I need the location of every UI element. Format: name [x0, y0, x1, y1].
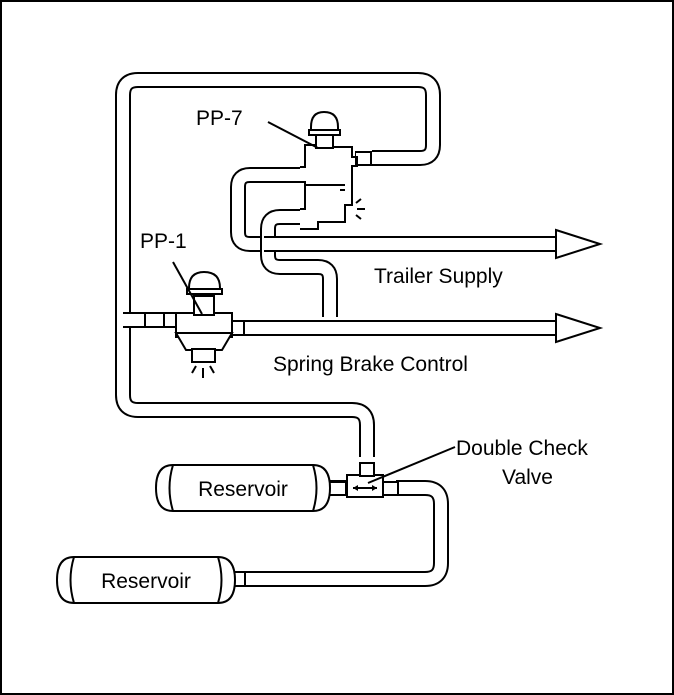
spring-brake-arrow-icon	[555, 312, 604, 344]
dcv-left-fitting	[328, 481, 347, 496]
reservoir-upper-label: Reservoir	[198, 478, 288, 501]
dcv-right-arrow-icon	[372, 485, 377, 491]
spring-brake-control-label: Spring Brake Control	[273, 353, 468, 376]
pp1-knob-icon	[188, 270, 221, 292]
dcv-right-fitting	[381, 481, 399, 496]
pp1-leader-line	[172, 261, 203, 315]
reservoir-lower	[55, 556, 237, 604]
double-check-label-line1: Double Check	[456, 437, 588, 460]
pipe-pp7-to-spring	[260, 209, 338, 317]
pp7-leader-line	[267, 121, 319, 149]
trailer-supply-label: Trailer Supply	[374, 265, 503, 288]
pp1-exhaust-port	[191, 348, 216, 363]
pp7-knob-icon	[310, 110, 339, 132]
pp7-exhaust-icon	[355, 198, 365, 220]
pipe-pp7-bypass	[230, 167, 300, 252]
pp1-valve	[174, 270, 234, 378]
pp7-label: PP-7	[196, 107, 243, 130]
dcv-left-arrow-icon	[353, 485, 358, 491]
pp7-valve	[300, 110, 365, 230]
reservoir-upper	[154, 464, 332, 512]
pp1-exhaust-icon	[191, 365, 215, 378]
pp7-stem	[315, 133, 334, 149]
reservoir-lower-label: Reservoir	[101, 570, 191, 593]
trailer-supply-arrow-icon	[555, 228, 604, 260]
dcv-leader-line	[367, 446, 456, 484]
pipe-lower-reservoir	[243, 480, 449, 587]
inline-fitting	[144, 312, 165, 328]
double-check-label-line2: Valve	[502, 466, 553, 489]
pp1-label: PP-1	[140, 230, 187, 253]
pipe-main-loop	[115, 72, 441, 457]
